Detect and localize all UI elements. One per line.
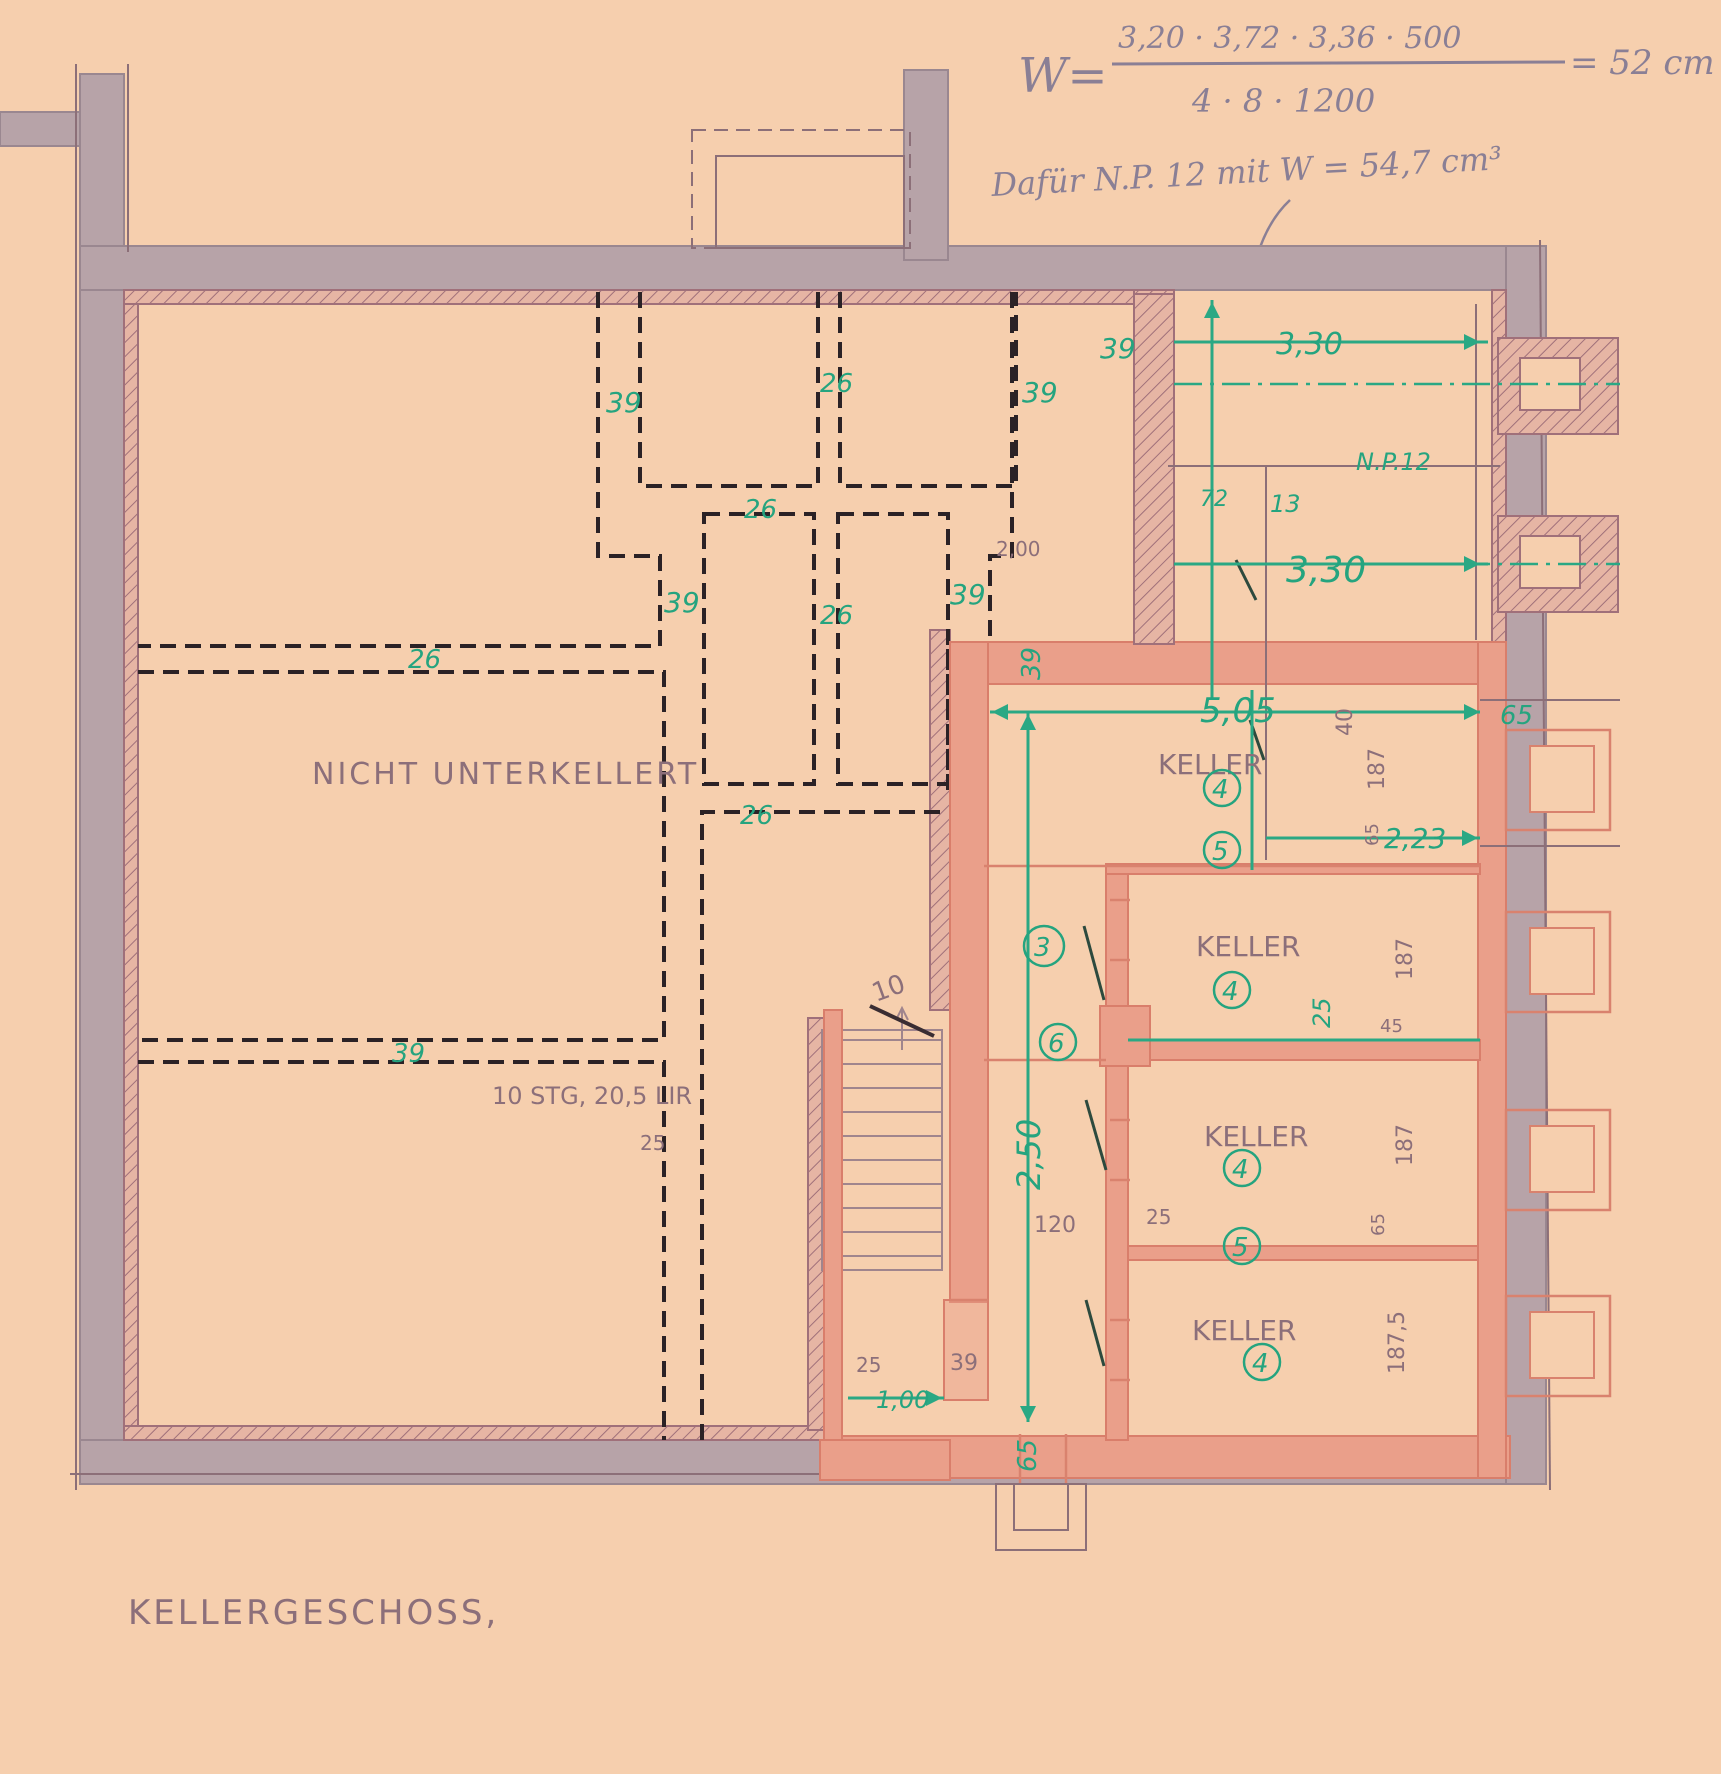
- wall-basement-top: [949, 641, 1507, 685]
- wall-basement-right: [1477, 641, 1507, 1479]
- room-markers: 4 4 4 4 3 5 5 6: [1022, 768, 1282, 1382]
- room-marker: 4: [1222, 977, 1239, 1007]
- dim-223: 2,23: [1384, 822, 1446, 855]
- wall-chimney: [903, 69, 949, 261]
- room-marker: 4: [1232, 1155, 1249, 1185]
- dim-65b: 65: [1013, 1439, 1043, 1472]
- stairs-label: 10 STG, 20,5 LIR: [492, 1082, 692, 1110]
- room-label: KELLER: [1204, 1120, 1308, 1153]
- dim-10: 10: [868, 969, 909, 1009]
- dim-72: 72: [1200, 487, 1228, 512]
- room-marker: 4: [1212, 775, 1229, 805]
- wall-partition-1: [1105, 1039, 1481, 1061]
- dim-45: 45: [1380, 1016, 1403, 1037]
- dim-26b: 26: [744, 495, 777, 525]
- dimension-labels: 3,30 3,30 5,05 65 2,23 2,50 65 1,00 39 3…: [392, 327, 1533, 1472]
- wall-basement-left: [949, 641, 989, 1303]
- dim-25b: 25: [1146, 1205, 1171, 1229]
- dim-26e: 26: [740, 801, 773, 831]
- wall-rooms-left: [1105, 869, 1129, 1441]
- dim-250: 2,50: [1010, 1119, 1048, 1190]
- marker-5b: 5: [1232, 1233, 1249, 1263]
- dimension-lines: [848, 300, 1620, 1422]
- dim-330b: 3,30: [1286, 550, 1366, 591]
- dim-100: 1,00: [876, 1386, 929, 1414]
- dim-65d: 65: [1368, 1213, 1389, 1236]
- room-marker: 4: [1252, 1349, 1269, 1379]
- room-label: KELLER: [1196, 930, 1300, 963]
- hatched-wall: [1133, 293, 1175, 645]
- room-dim: 187: [1393, 938, 1418, 980]
- wall-stub-left: [0, 111, 87, 147]
- marker-6: 6: [1048, 1029, 1065, 1059]
- formula-denominator: 4 · 8 · 1200: [1191, 82, 1375, 120]
- wall-left: [79, 73, 125, 1481]
- room-dim: 187,5: [1385, 1311, 1410, 1374]
- dim-65a: 65: [1500, 701, 1533, 731]
- wall-stair-left: [823, 1009, 843, 1441]
- formula-numerator: 3,20 · 3,72 · 3,36 · 500: [1118, 21, 1461, 56]
- wall-top: [79, 245, 1547, 291]
- window-wells: [995, 699, 1620, 1551]
- formula-lhs: W=: [1018, 48, 1108, 104]
- stairs-sub: 25: [640, 1131, 665, 1155]
- basement-walls: [819, 641, 1511, 1484]
- dim-26c: 26: [820, 601, 853, 631]
- not-basement-label: NICHT UNTERKELLERT: [312, 757, 699, 792]
- marker-5a: 5: [1212, 837, 1229, 867]
- dim-39f: 39: [1017, 647, 1047, 680]
- formula-rhs: = 52 cm: [1570, 43, 1715, 83]
- formula-note: Dafür N.P. 12 mit W = 54,7 cm³: [989, 139, 1503, 204]
- dim-np12: N.P.12: [1356, 448, 1431, 476]
- dim-25c: 25: [856, 1353, 881, 1377]
- dim-39g: 39: [950, 1351, 978, 1376]
- dim-39a: 39: [1100, 332, 1136, 365]
- dim-120: 120: [1034, 1213, 1076, 1238]
- room-dim: 187: [1365, 748, 1390, 790]
- room-dim: 187: [1393, 1124, 1418, 1166]
- dim-200: 2,00: [996, 537, 1041, 561]
- marker-3: 3: [1034, 933, 1051, 963]
- foundation-dashed: [138, 292, 1018, 1440]
- dim-39h: 39: [392, 1039, 425, 1069]
- plan-title: KELLERGESCHOSS,: [128, 1593, 499, 1633]
- dim-40: 40: [1333, 708, 1358, 736]
- dim-39c: 39: [1022, 376, 1058, 409]
- dim-505: 5,05: [1200, 691, 1276, 731]
- wall-stair-bottom: [819, 1439, 951, 1481]
- wall-partition-2: [1127, 1245, 1479, 1261]
- dim-26d: 26: [408, 645, 441, 675]
- outer-walls: [0, 64, 1551, 1491]
- room-label: KELLER: [1192, 1314, 1296, 1347]
- dim-26a: 26: [820, 369, 853, 399]
- door-swings: [1082, 559, 1266, 1367]
- dim-39b: 39: [606, 386, 642, 419]
- wall-partition-0: [1105, 863, 1481, 875]
- dim-13: 13: [1270, 490, 1301, 518]
- wall-junction: [1099, 1005, 1151, 1067]
- pier-39: [943, 1299, 989, 1401]
- dim-330a: 3,30: [1276, 327, 1343, 362]
- dim-25a: 25: [1308, 997, 1336, 1028]
- dim-39e: 39: [950, 578, 986, 611]
- dim-65c: 65: [1362, 823, 1383, 846]
- fraction-bar: [1111, 60, 1566, 66]
- dim-39d: 39: [664, 586, 700, 619]
